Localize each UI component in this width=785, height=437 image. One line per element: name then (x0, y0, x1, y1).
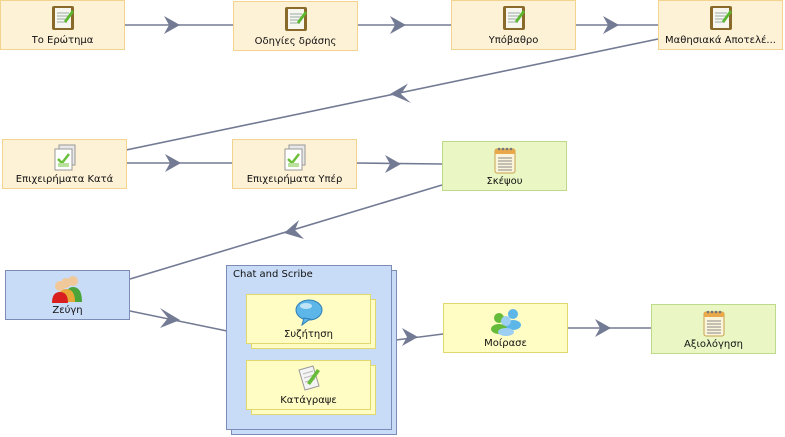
node-label: Υπόβαθρο (488, 35, 539, 46)
node-background[interactable]: Υπόβαθρο (451, 0, 576, 50)
notebook-icon (709, 5, 733, 34)
node-think[interactable]: Σκέψου (442, 141, 567, 191)
arrowhead (402, 328, 418, 346)
speech-bubble-icon (294, 298, 324, 329)
node-label: Σκέψου (486, 176, 523, 187)
arrowhead (595, 319, 611, 337)
node-share[interactable]: Μοίρασε (443, 303, 568, 353)
node-discussion[interactable]: Συζήτηση (246, 294, 371, 344)
arrowhead (284, 220, 304, 239)
node-label: Επιχειρήματα Υπέρ (246, 174, 343, 185)
share-people-icon (489, 307, 523, 340)
node-label: Κατάγραψε (280, 395, 337, 406)
node-outcomes[interactable]: Μαθησιακά Αποτελέ... (658, 0, 783, 50)
node-guidelines[interactable]: Οδηγίες δράσης (233, 1, 358, 51)
node-label: Το Ερώτημα (31, 35, 94, 46)
arrowhead (165, 154, 181, 172)
checklist-icon (52, 144, 78, 175)
node-label: Συζήτηση (284, 329, 333, 340)
node-label: Οδηγίες δράσης (254, 36, 337, 47)
checklist-icon (282, 144, 308, 175)
arrowhead (385, 155, 401, 173)
notebook-icon (284, 6, 308, 35)
arrowhead (164, 16, 180, 34)
notepad-icon (493, 146, 517, 177)
node-args-against[interactable]: Επιχειρήματα Κατά (2, 139, 127, 189)
node-label: Μαθησιακά Αποτελέ... (665, 35, 776, 46)
node-pairs[interactable]: Ζεύγη (5, 270, 130, 320)
node-evaluation[interactable]: Αξιολόγηση (651, 304, 776, 354)
arrowhead (603, 16, 619, 34)
group-title: Chat and Scribe (233, 269, 313, 280)
arrowhead (390, 83, 411, 103)
edge-group-share (395, 333, 444, 341)
notebook-icon (51, 5, 75, 34)
node-args-for[interactable]: Επιχειρήματα Υπέρ (232, 139, 357, 189)
notepad-icon (702, 309, 726, 340)
edge-pairs-group (129, 310, 228, 332)
node-label: Αξιολόγηση (684, 339, 743, 350)
node-label: Επιχειρήματα Κατά (15, 174, 114, 185)
people-icon (51, 274, 85, 307)
node-record[interactable]: Κατάγραψε (246, 360, 371, 410)
arrowhead (390, 16, 406, 34)
node-question[interactable]: Το Ερώτημα (0, 0, 125, 50)
arrowhead (160, 308, 180, 328)
pencil-paper-icon (295, 364, 323, 395)
notebook-icon (502, 5, 526, 34)
